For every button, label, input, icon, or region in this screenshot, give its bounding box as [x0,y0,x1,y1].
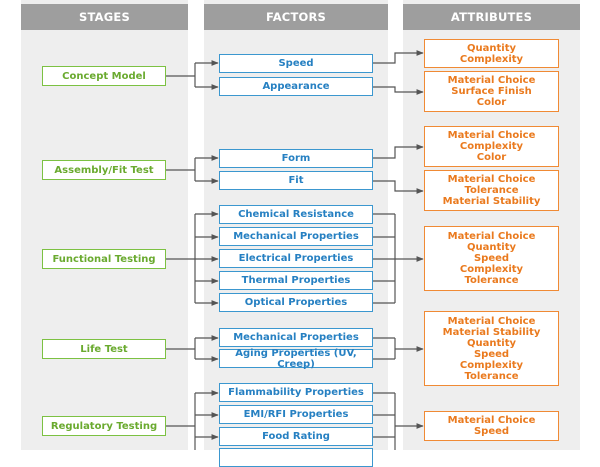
attribute-line: Quantity [467,337,516,349]
factor-appearance: Appearance [219,77,373,96]
factor-optical-properties: Optical Properties [219,293,373,312]
attribute-group: Material Choice Material Stability Quant… [424,311,559,386]
attribute-group: Material Choice Surface Finish Color [424,71,559,112]
attribute-group: Material Choice Complexity Color [424,126,559,167]
factor-speed: Speed [219,54,373,73]
attribute-line: Material Stability [442,326,541,338]
attribute-line: Material Choice [447,174,536,185]
stages-header: STAGES [21,4,188,30]
connector-lines [166,50,424,450]
attribute-group: Material Choice Speed [424,411,559,441]
attribute-line: Complexity [459,359,524,371]
stage-regulatory-testing: Regulatory Testing [42,416,166,436]
attribute-line: Material Choice [447,75,536,86]
attribute-line: Material Choice [447,231,536,242]
factor-electrical-properties: Electrical Properties [219,249,373,268]
attribute-line: Speed [473,348,510,360]
factor-partial [219,448,373,467]
attributes-header: ATTRIBUTES [403,4,580,30]
factor-thermal-properties: Thermal Properties [219,271,373,290]
factor-food-rating: Food Rating [219,427,373,446]
connector [373,86,424,95]
stage-concept-model: Concept Model [42,66,166,86]
factor-flammability-properties: Flammability Properties [219,383,373,402]
stage-functional-testing: Functional Testing [42,249,166,269]
attribute-line: Surface Finish [451,86,532,97]
attribute-line: Material Stability [442,196,541,207]
attribute-line: Speed [473,253,510,264]
attribute-group: Material Choice Tolerance Material Stabi… [424,170,559,211]
attribute-line: Complexity [459,264,524,275]
factor-aging-properties: Aging Properties (UV, Creep) [219,348,373,370]
factor-emi-rfi-properties: EMI/RFI Properties [219,405,373,424]
stage-life-test: Life Test [42,339,166,359]
attribute-line: Speed [473,426,510,437]
factor-form: Form [219,149,373,168]
connector [373,50,424,64]
factors-header: FACTORS [204,4,388,30]
attribute-line: Material Choice [447,415,536,426]
attribute-group: Quantity Complexity [424,39,559,68]
connector [373,144,424,159]
factor-chemical-resistance: Chemical Resistance [219,205,373,224]
attribute-line: Tolerance [464,275,519,286]
attribute-line: Tolerance [464,370,519,382]
attribute-line: Quantity [467,242,516,253]
attribute-line: Material Choice [447,315,536,327]
attribute-line: Material Choice [447,130,536,141]
factor-mechanical-properties: Mechanical Properties [219,227,373,246]
attribute-line: Tolerance [464,185,519,196]
factors-column [204,0,388,450]
stage-assembly-fit-test: Assembly/Fit Test [42,160,166,180]
attribute-line: Complexity [459,53,524,65]
attribute-line: Color [476,97,507,108]
factor-fit: Fit [219,171,373,190]
factor-mechanical-properties-life: Mechanical Properties [219,328,373,347]
attribute-line: Quantity [467,42,516,54]
attribute-group: Material Choice Quantity Speed Complexit… [424,226,559,291]
attribute-line: Color [476,152,507,163]
connector [373,180,424,194]
attribute-line: Complexity [459,141,524,152]
